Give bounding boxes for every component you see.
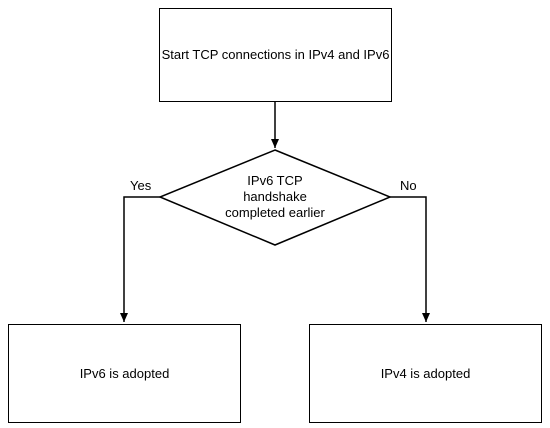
decision-label: IPv6 TCP handshake completed earlier [200, 173, 350, 221]
ipv6-adopted-box: IPv6 is adopted [8, 324, 241, 423]
arrow-yes-branch [120, 196, 160, 322]
no-label: No [400, 178, 417, 193]
decision-line-3: completed earlier [225, 205, 325, 220]
yes-label: Yes [130, 178, 152, 193]
ipv6-adopted-label: IPv6 is adopted [79, 365, 170, 381]
decision-diamond [158, 149, 392, 246]
start-box: Start TCP connections in IPv4 and IPv6 [159, 8, 392, 102]
ipv4-adopted-box: IPv4 is adopted [309, 324, 542, 423]
arrow-no-branch [390, 196, 430, 322]
ipv4-adopted-label: IPv4 is adopted [380, 365, 471, 381]
decision-line-1: IPv6 TCP [247, 173, 303, 188]
start-box-label: Start TCP connections in IPv4 and IPv6 [161, 47, 390, 62]
decision-line-2: handshake [243, 189, 307, 204]
